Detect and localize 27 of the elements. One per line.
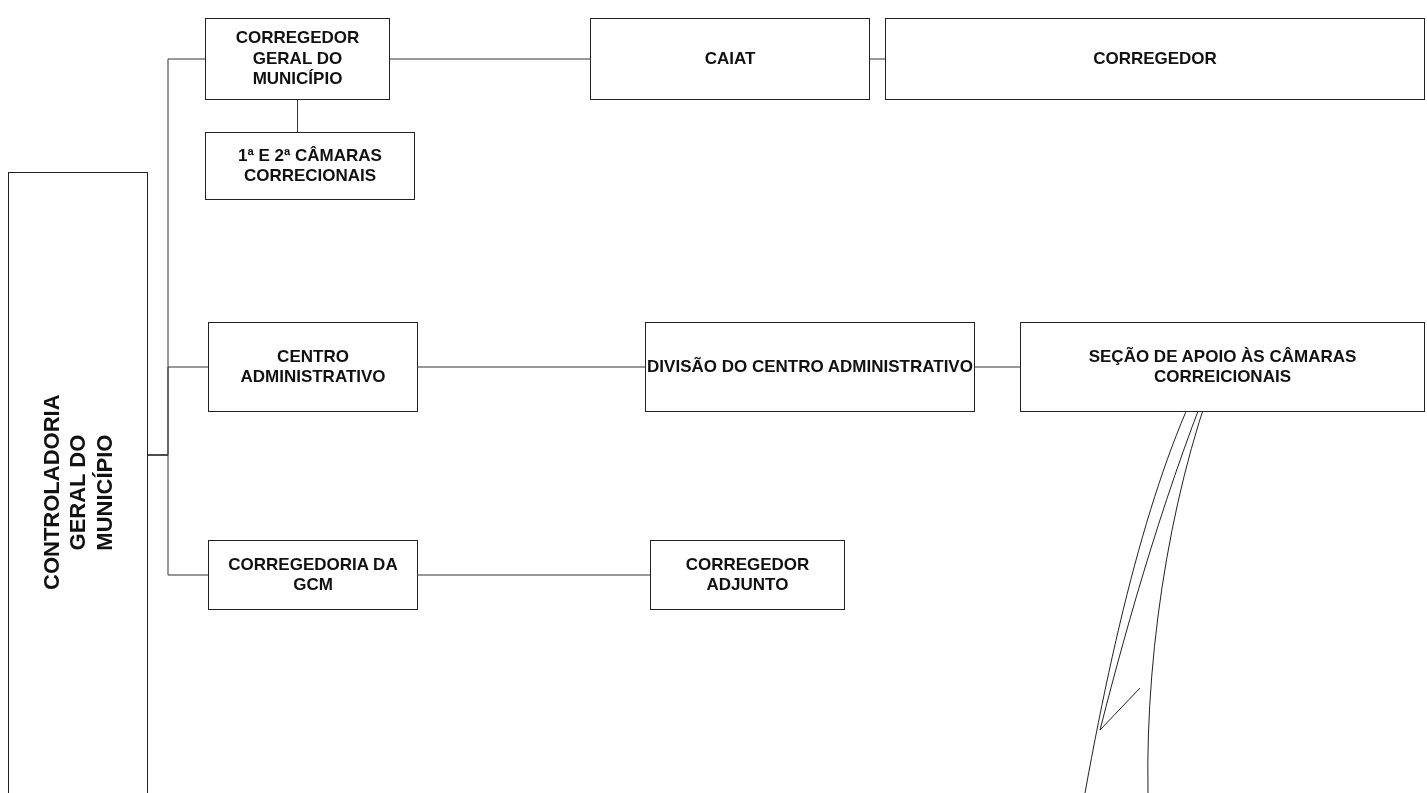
org-box [645,322,975,412]
org-box [1020,322,1425,412]
org-box [205,18,390,100]
box-label: 1ª E 2ª CÂMARAS CORRECIONAIS [237,145,383,187]
connector-line [297,99,298,133]
org-box [208,322,418,412]
box-label: CORREGEDORIA DA GCM [227,554,399,596]
org-box [8,172,148,793]
org-box [208,540,418,610]
connector-line [869,58,886,60]
box-label: CORREGEDOR [1093,48,1217,70]
connector-line [147,454,209,576]
org-box [205,132,415,200]
box-label: CORREGEDOR GERAL DO MUNICÍPIO [234,28,361,90]
org-box [590,18,870,100]
connector-line [389,58,591,60]
org-box [650,540,845,610]
box-label: DIVISÃO DO CENTRO ADMINISTRATIVO [647,356,973,378]
org-box [885,18,1425,100]
box-label: CORREGEDOR ADJUNTO [684,554,811,596]
box-label: SEÇÃO DE APOIO ÀS CÂMARAS CORREICIONAIS [1087,346,1358,388]
connector-line [417,574,651,576]
box-label: CONTROLADORIA GERAL DO MUNICÍPIO [38,395,118,590]
connector-line [974,366,1021,368]
connector-line [417,366,646,368]
box-label: CENTRO ADMINISTRATIVO [239,346,387,388]
box-label: CAIAT [704,48,756,70]
